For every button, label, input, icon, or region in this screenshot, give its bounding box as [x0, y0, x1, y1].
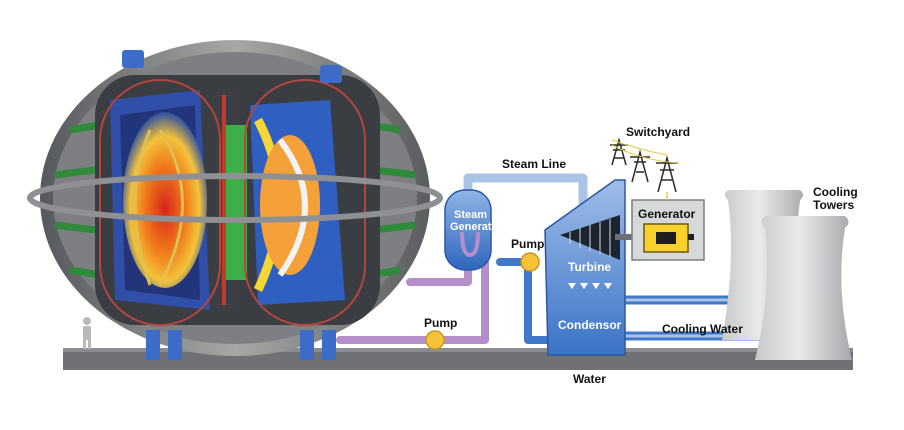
label-condensor: Condensor — [558, 318, 622, 332]
tokamak-reactor — [27, 40, 443, 360]
cooling-towers — [722, 190, 852, 360]
label-pump-bottom: Pump — [424, 316, 457, 330]
label-water: Water — [573, 372, 606, 386]
label-towers: Towers — [813, 198, 854, 212]
central-solenoid — [225, 125, 247, 280]
feedwater-pipe — [496, 258, 552, 344]
plasma-right — [260, 135, 320, 275]
switchyard-towers — [610, 137, 679, 200]
label-cooling-water: Cooling Water — [662, 322, 743, 336]
label-turbine: Turbine — [568, 260, 611, 274]
magnet-supports — [122, 50, 342, 360]
label-switchyard: Switchyard — [626, 125, 690, 139]
steam-generator — [444, 189, 492, 271]
person-figure — [83, 317, 91, 349]
return-loop-pipe — [336, 244, 489, 344]
generator-unit — [631, 199, 705, 261]
pump-bottom — [425, 330, 445, 350]
label-steam: Steam — [454, 209, 487, 221]
flow-arrows — [568, 283, 612, 289]
label-steam-generator: Generator — [450, 221, 503, 233]
floor-edge — [63, 348, 853, 352]
plasma-left — [123, 112, 207, 288]
pump-top — [520, 252, 540, 272]
label-generator: Generator — [638, 207, 696, 221]
label-pump-top: Pump — [511, 237, 544, 251]
steam-line-pipe — [463, 173, 588, 213]
turbine-condensor-unit — [544, 179, 645, 356]
label-cooling: Cooling — [813, 185, 858, 199]
label-steam-line: Steam Line — [502, 157, 566, 171]
